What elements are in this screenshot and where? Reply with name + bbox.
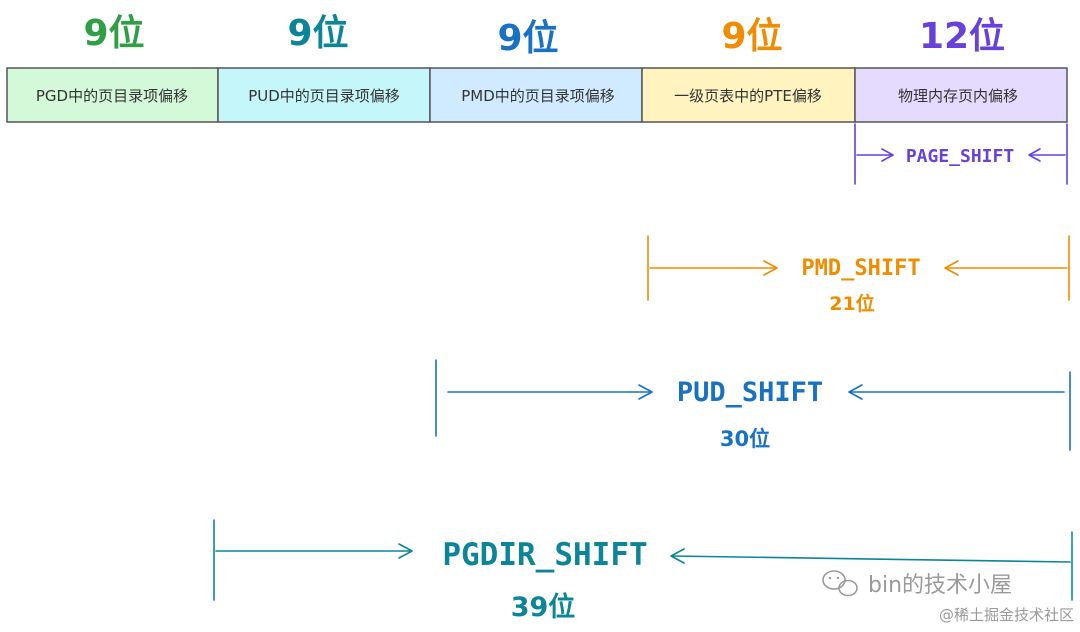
segment-label-offset: 物理内存页内偏移 xyxy=(898,87,1018,105)
pgdir-shift-label: PGDIR_SHIFT xyxy=(442,537,647,573)
page-shift-label: PAGE_SHIFT xyxy=(906,146,1015,167)
pud-shift-span xyxy=(435,359,1071,451)
address-segments-row: PGD中的页目录项偏移 PUD中的页目录项偏移 PMD中的页目录项偏移 一级页表… xyxy=(6,67,1068,123)
pmd-shift-bits: 21位 xyxy=(829,292,874,315)
bits-label-pte: 9位 xyxy=(721,16,782,57)
segment-label-pgd: PGD中的页目录项偏移 xyxy=(36,87,188,105)
pud-shift-bits: 30位 xyxy=(720,427,770,451)
pgdir-shift-bits: 39位 xyxy=(511,591,576,623)
watermark-channel: bin的技术小屋 xyxy=(868,573,1012,598)
segment-label-pmd: PMD中的页目录项偏移 xyxy=(461,87,615,105)
bits-label-pud: 9位 xyxy=(287,13,348,54)
watermark-site: @稀土掘金技术社区 xyxy=(939,606,1074,624)
bits-label-offset: 12位 xyxy=(919,16,1005,57)
pmd-shift-span xyxy=(647,235,1070,301)
bits-label-pgd: 9位 xyxy=(83,13,144,54)
segment-label-pte: 一级页表中的PTE偏移 xyxy=(674,87,822,105)
segment-label-pud: PUD中的页目录项偏移 xyxy=(248,87,400,105)
pgdir-shift-span xyxy=(213,519,1073,601)
bits-label-pmd: 9位 xyxy=(497,18,558,59)
pmd-shift-label: PMD_SHIFT xyxy=(801,256,920,281)
segment-pud xyxy=(217,67,431,123)
wechat-icon xyxy=(822,570,858,597)
page-shift-span xyxy=(854,123,1068,185)
segment-pmd xyxy=(429,67,643,123)
pud-shift-label: PUD_SHIFT xyxy=(677,377,823,408)
segment-offset xyxy=(854,67,1068,123)
segment-pgd xyxy=(6,67,219,123)
